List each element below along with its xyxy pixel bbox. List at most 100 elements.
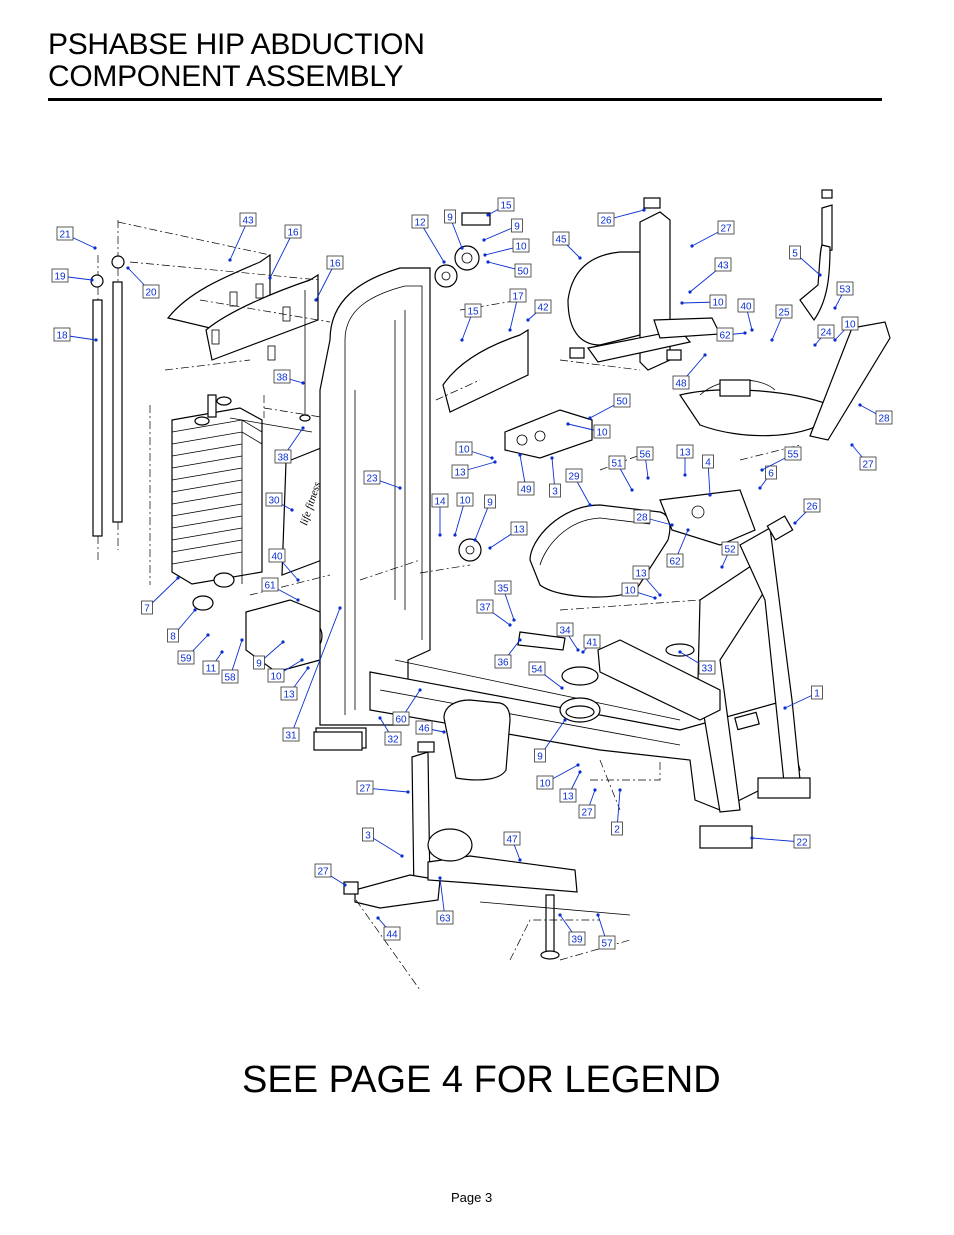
callout-leader-tip [508, 328, 512, 332]
part-callout-30: 30 [265, 492, 294, 512]
callout-leader-tip [482, 238, 486, 242]
callout-box [514, 263, 532, 278]
part-callout-9: 9 [253, 640, 285, 670]
callout-box [451, 464, 469, 479]
part-callout-10: 10 [833, 316, 859, 342]
legend-note: SEE PAGE 4 FOR LEGEND [242, 1059, 721, 1101]
callout-leader-tip [398, 486, 402, 490]
callout-box [632, 565, 650, 580]
part-callout-28: 28 [633, 509, 674, 527]
part-callout-18: 18 [53, 327, 98, 342]
callout-number: 40 [740, 302, 752, 313]
callout-leader-tip [400, 854, 404, 858]
page-title-line-2: COMPONENT ASSEMBLY [48, 60, 404, 93]
callout-number: 41 [586, 638, 598, 649]
callout-number: 27 [581, 808, 593, 819]
callout-leader-tip [576, 763, 580, 767]
callout-number: 29 [568, 472, 580, 483]
part-callout-13: 13 [280, 666, 310, 701]
callout-leader-tip [703, 353, 707, 357]
callout-leader-tip [438, 533, 442, 537]
part-callout-57: 57 [596, 913, 616, 950]
callout-number: 28 [636, 513, 648, 524]
callout-number: 3 [552, 487, 558, 498]
callout-box [464, 303, 482, 318]
callout-box [528, 661, 546, 676]
part-callout-14: 14 [431, 493, 449, 537]
callout-leader-line [229, 219, 249, 261]
callout-leader-tip [708, 493, 712, 497]
callout-leader-tip [850, 443, 854, 447]
callout-number: 23 [366, 474, 378, 485]
callout-number: 19 [54, 272, 66, 283]
part-callout-8: 8 [167, 608, 197, 643]
callout-box [737, 298, 755, 313]
part-callout-43: 43 [228, 212, 257, 262]
part-callout-3: 3 [362, 827, 404, 858]
callout-box [392, 711, 410, 726]
callout-leader-tip [833, 338, 837, 342]
part-callout-9: 9 [473, 494, 496, 542]
part-callout-41: 41 [581, 634, 601, 654]
callout-box [411, 214, 429, 229]
callout-number: 50 [616, 397, 628, 408]
part-callout-38: 38 [274, 426, 305, 464]
part-callout-3: 3 [549, 456, 561, 498]
part-callout-62: 62 [716, 327, 747, 342]
callout-number: 25 [778, 308, 790, 319]
callout-leader-tip [683, 473, 687, 477]
part-callout-50: 50 [486, 260, 532, 278]
callout-leader-tip [300, 658, 304, 662]
callout-leader-tip [453, 533, 457, 537]
part-callout-27: 27 [850, 443, 877, 471]
callout-number: 45 [555, 235, 567, 246]
callout-box [611, 821, 623, 836]
callout-number: 10 [458, 445, 470, 456]
callout-box [859, 456, 877, 471]
callout-leader-tip [343, 883, 347, 887]
callout-leader-tip [518, 858, 522, 862]
callout-number: 58 [224, 673, 236, 684]
callout-box [167, 628, 179, 643]
part-callout-10: 10 [621, 582, 657, 600]
callout-box [568, 931, 586, 946]
callout-number: 10 [844, 320, 856, 331]
part-callout-34: 34 [556, 622, 580, 652]
part-callout-45: 45 [552, 231, 582, 260]
callout-box [383, 926, 401, 941]
part-callout-24: 24 [813, 324, 835, 347]
callout-number: 20 [145, 288, 157, 299]
callout-leader-tip [653, 596, 657, 600]
part-callout-13: 13 [451, 460, 497, 479]
callout-box [512, 238, 530, 253]
callout-leader-tip [588, 503, 592, 507]
part-callout-56: 56 [636, 446, 654, 480]
callout-number: 40 [271, 552, 283, 563]
callout-box [265, 492, 283, 507]
callout-number: 10 [515, 242, 527, 253]
part-callout-13: 13 [676, 444, 694, 477]
callout-number: 5 [792, 249, 798, 260]
callout-leader-tip [438, 876, 442, 880]
callout-number: 63 [439, 914, 451, 925]
part-callout-36: 36 [494, 638, 522, 669]
callout-number: 3 [365, 831, 371, 842]
callout-leader-tip [296, 578, 300, 582]
callout-number: 8 [170, 632, 176, 643]
callout-number: 31 [285, 731, 297, 742]
callout-number: 53 [839, 285, 851, 296]
callout-box [676, 444, 694, 459]
callout-number: 17 [512, 292, 524, 303]
callout-leader-tip [858, 403, 862, 407]
callout-leader-tip [94, 338, 98, 342]
part-callout-28: 28 [858, 403, 893, 425]
part-callout-7: 7 [141, 576, 180, 615]
callout-number: 46 [418, 724, 430, 735]
callout-number: 52 [724, 545, 736, 556]
callout-leader-tip [314, 298, 318, 302]
part-callout-10: 10 [267, 658, 304, 683]
callout-leader-tip [442, 730, 446, 734]
callout-box [326, 255, 344, 270]
callout-box [494, 580, 512, 595]
part-callout-31: 31 [282, 606, 342, 742]
